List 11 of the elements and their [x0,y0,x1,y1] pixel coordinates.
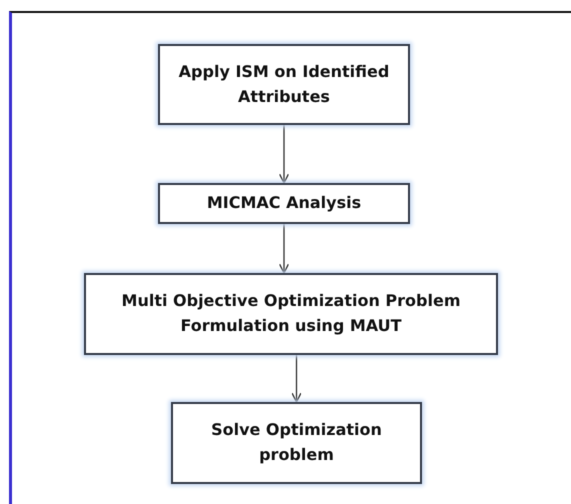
step-text: Multi Objective Optimization Problem Formulation using MAUT [120,290,462,337]
arrow [278,224,290,274]
step-text: MICMAC Analysis [206,192,362,214]
process-box [158,183,410,224]
arrow [278,125,290,184]
process-box [158,44,410,125]
process-box [84,273,498,355]
step-text: Apply ISM on Identified Attributes [178,60,390,108]
process-box [171,402,422,484]
step-text: Solve Optimization problem [210,419,383,466]
arrow [291,355,302,403]
